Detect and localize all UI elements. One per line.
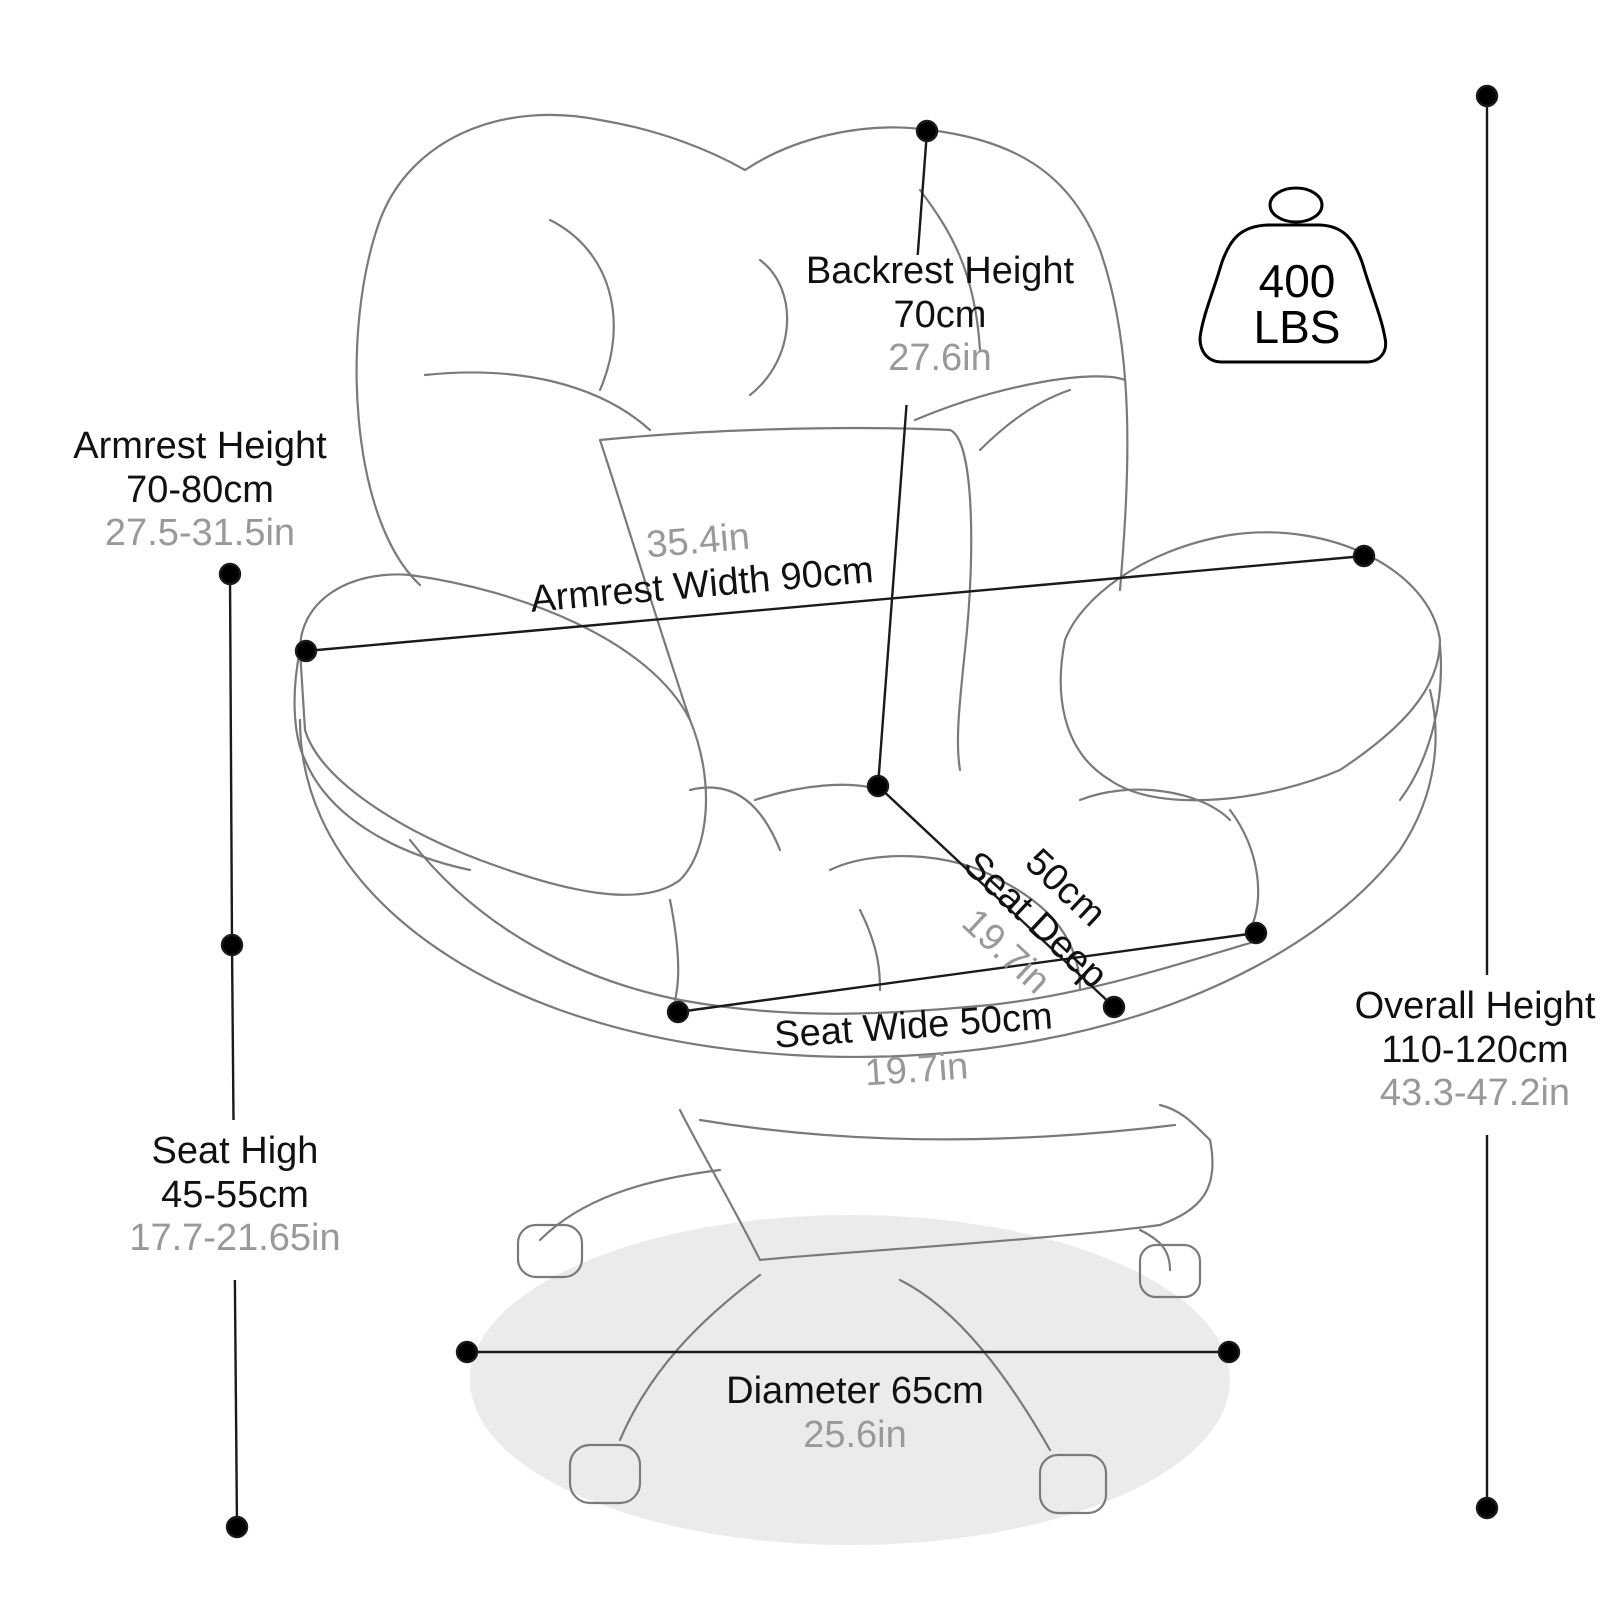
seat-bowl bbox=[298, 688, 1437, 1058]
wheel-arm bbox=[898, 1278, 1052, 1452]
backrest-tuft bbox=[748, 258, 789, 397]
seat-wide-line bbox=[677, 931, 1257, 1014]
armrest-height-metric: 70-80cm bbox=[126, 468, 274, 511]
endpoint-dot bbox=[225, 1515, 249, 1539]
caster bbox=[1138, 1243, 1202, 1299]
seat-bowl bbox=[408, 838, 1262, 1015]
endpoint-dot bbox=[1352, 544, 1376, 568]
right-armrest-side bbox=[1398, 643, 1443, 802]
armrest-height-line bbox=[228, 573, 234, 946]
backrest-tuft bbox=[548, 218, 615, 392]
armrest-height-imperial: 27.5-31.5in bbox=[104, 512, 296, 555]
lumbar-pillow bbox=[598, 438, 692, 722]
weight-value: 400 bbox=[1258, 255, 1336, 307]
caster bbox=[568, 1443, 642, 1505]
seat-cushion bbox=[688, 786, 782, 852]
armrest-height-title: Armrest Height bbox=[73, 425, 327, 467]
endpoint-dot bbox=[1475, 1496, 1499, 1520]
caster bbox=[1038, 1453, 1108, 1515]
wheel-arm bbox=[1138, 1228, 1172, 1272]
seat-high-label: Seat High 45-55cm 17.7-21.65in bbox=[90, 1130, 380, 1261]
backrest-tuft bbox=[978, 388, 1072, 452]
backrest-tuft bbox=[918, 188, 982, 352]
wheel-arm bbox=[538, 1168, 722, 1242]
seat-deep-line bbox=[877, 785, 1115, 1008]
endpoint-dot bbox=[666, 1000, 690, 1024]
endpoint-dot bbox=[1244, 921, 1268, 945]
diameter-imperial: 25.6in bbox=[803, 1413, 907, 1456]
seat-cushion bbox=[668, 898, 680, 1002]
armrest-height-label: Armrest Height 70-80cm 27.5-31.5in bbox=[40, 425, 360, 556]
endpoint-dot bbox=[1217, 1340, 1241, 1364]
diameter-label: Diameter 65cm 25.6in bbox=[690, 1370, 1020, 1457]
lumbar-pillow bbox=[598, 426, 973, 772]
seat-high-title: Seat High bbox=[151, 1130, 319, 1172]
endpoint-dot bbox=[1475, 84, 1499, 108]
diameter-metric: Diameter 65cm bbox=[726, 1370, 984, 1412]
backrest-tuft bbox=[423, 371, 652, 432]
overall-height-label: Overall Height 110-120cm 43.3-47.2in bbox=[1330, 985, 1620, 1116]
left-armrest bbox=[298, 573, 708, 896]
right-armrest bbox=[1059, 531, 1442, 802]
seat-cushion bbox=[1078, 788, 1232, 822]
endpoint-dot bbox=[220, 933, 244, 957]
weight-icon bbox=[1198, 186, 1388, 364]
overall-height-title: Overall Height bbox=[1354, 985, 1596, 1027]
backrest-tuft bbox=[913, 375, 1127, 422]
endpoint-dot bbox=[915, 119, 939, 143]
endpoint-dot bbox=[455, 1340, 479, 1364]
endpoint-dot bbox=[866, 774, 890, 798]
overall-height-metric: 110-120cm bbox=[1381, 1028, 1569, 1071]
floor-shadow bbox=[470, 1215, 1230, 1545]
backrest-height-metric: 70cm bbox=[893, 293, 987, 336]
backrest-height-label: Backrest Height 70cm 27.6in bbox=[770, 250, 1110, 381]
backrest-height-imperial: 27.6in bbox=[888, 337, 992, 380]
seat-cushion bbox=[858, 908, 882, 992]
armrest-width-line bbox=[305, 554, 1365, 653]
seat-cushion bbox=[1228, 808, 1260, 932]
endpoint-dot bbox=[218, 562, 242, 586]
backrest-height-line bbox=[876, 130, 929, 787]
weight-unit: LBS bbox=[1253, 301, 1341, 353]
endpoint-dot bbox=[1102, 995, 1126, 1019]
seat-high-metric: 45-55cm bbox=[161, 1173, 309, 1216]
seat-cushion bbox=[828, 854, 1082, 992]
weight-capacity: 400 LBS bbox=[1222, 258, 1372, 350]
backrest-outline bbox=[355, 113, 1129, 592]
backrest-height-title: Backrest Height bbox=[805, 250, 1075, 292]
endpoint-dot bbox=[294, 639, 318, 663]
seat-high-imperial: 17.7-21.65in bbox=[129, 1217, 341, 1260]
overall-height-imperial: 43.3-47.2in bbox=[1379, 1072, 1571, 1115]
caster bbox=[516, 1223, 584, 1279]
wheel-arm bbox=[618, 1273, 762, 1442]
seat-base bbox=[698, 1118, 1177, 1141]
seat-cushion bbox=[753, 783, 882, 802]
left-armrest-side bbox=[293, 648, 472, 872]
seat-base bbox=[678, 1103, 1214, 1262]
